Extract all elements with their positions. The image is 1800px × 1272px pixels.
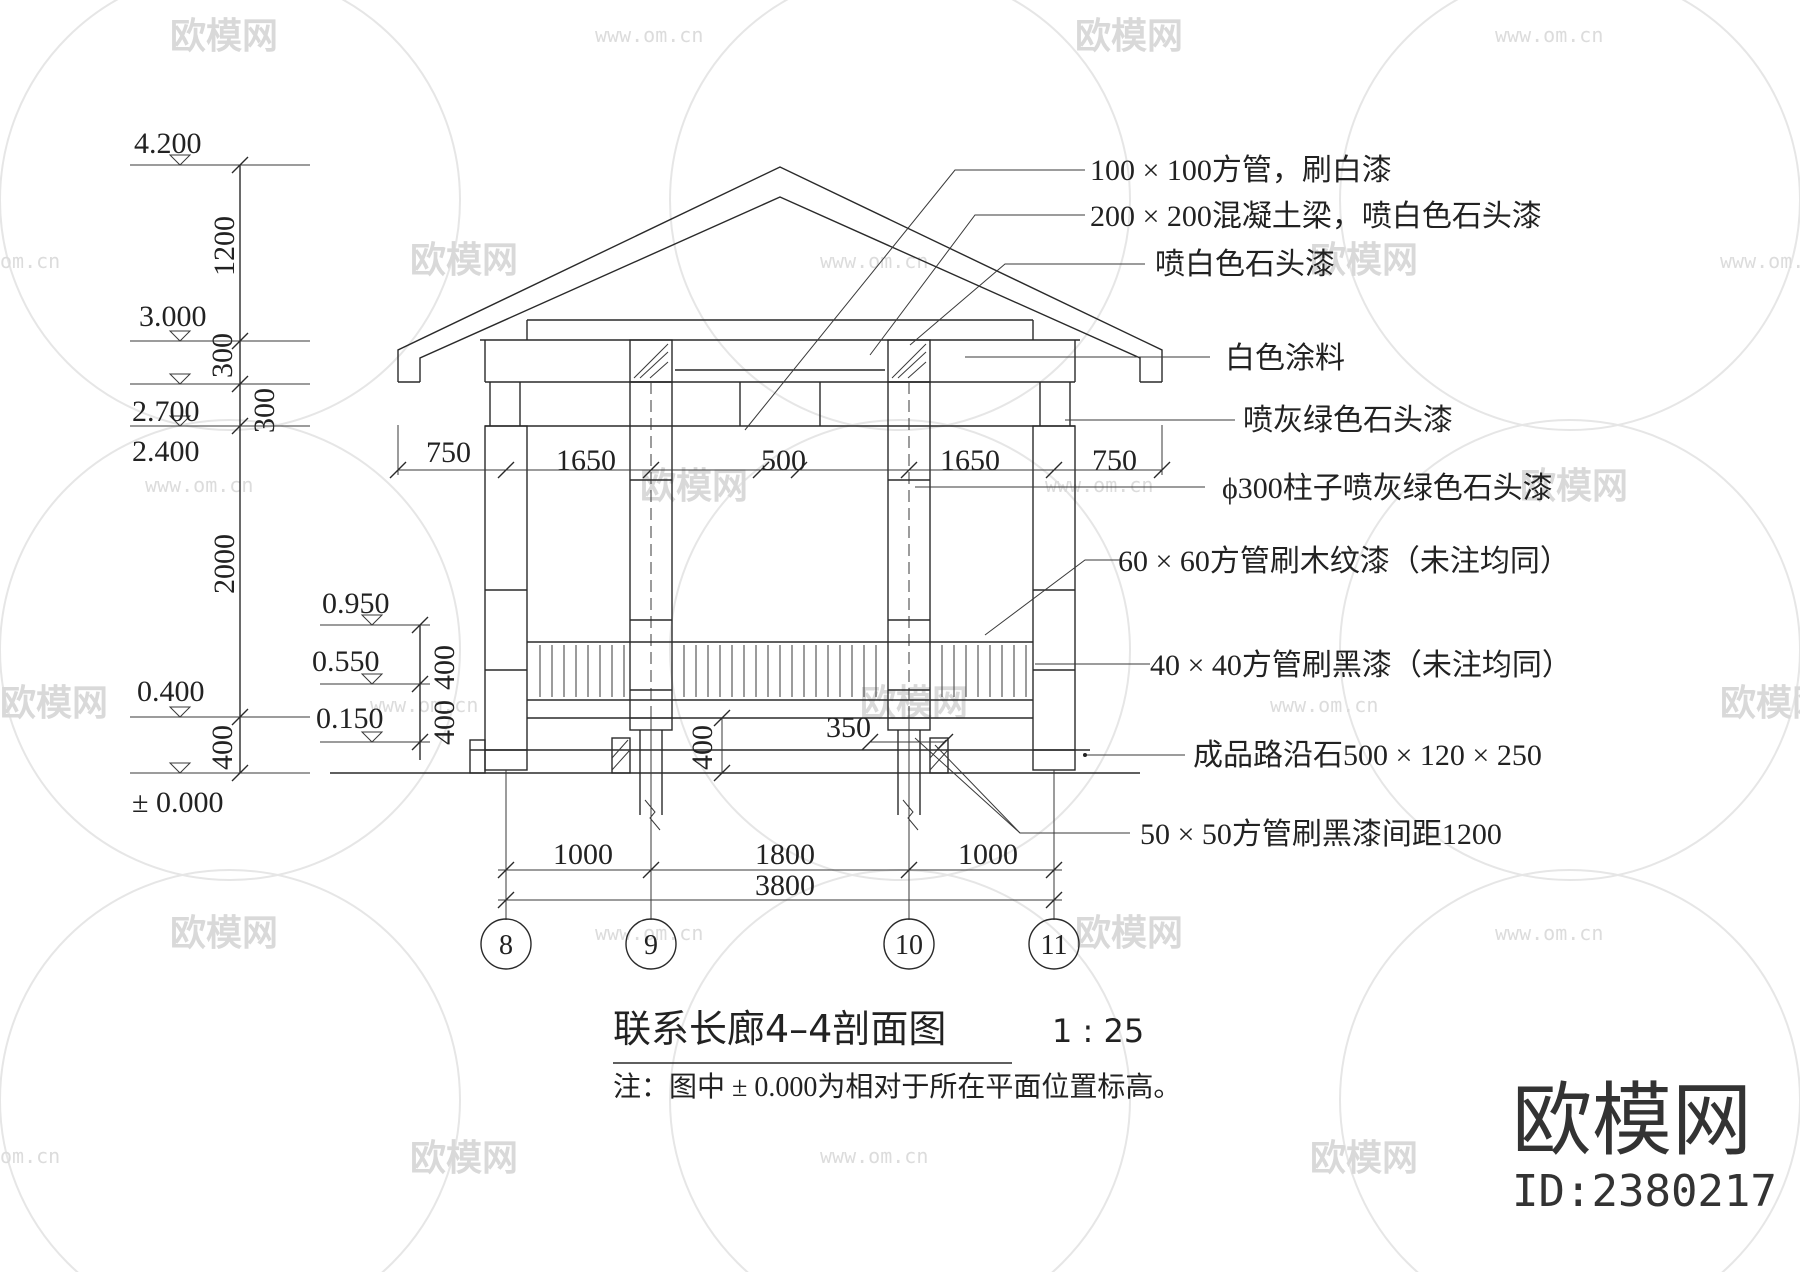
watermark-brand: 欧模网 xyxy=(170,913,278,954)
dimension-label: 1000 xyxy=(958,838,1018,871)
dimension-label: 1650 xyxy=(556,444,616,477)
axis-bubbles: 8 9 10 11 xyxy=(480,918,1080,970)
column-inner-right xyxy=(887,381,931,719)
roof-inner xyxy=(419,196,1141,382)
scale-text: 1 : 25 xyxy=(1052,1012,1144,1050)
note-text: 注：图中 ± 0.000为相对于所在平面位置标高。 xyxy=(613,1071,1181,1103)
dimension-label: 1650 xyxy=(940,444,1000,477)
bench-railing xyxy=(527,641,1033,719)
watermark-url: www.om.cn xyxy=(1270,693,1378,717)
dimension-label: 750 xyxy=(1092,444,1137,477)
elevation-label: 0.950 xyxy=(322,587,390,620)
footing-dimension: 350 xyxy=(826,711,954,751)
curb-stone xyxy=(611,737,631,774)
watermark-url: www.om.cn xyxy=(1045,473,1153,497)
watermark-url: www.om.cn xyxy=(370,693,478,717)
axis-label: 10 xyxy=(895,930,923,961)
watermark-url: www.om.cn xyxy=(820,1144,928,1168)
watermark-brand: 欧模网 xyxy=(1310,1138,1418,1179)
elevation-scale: 4.200 3.000 2.700 2.400 0.400 ± 0.000 12… xyxy=(130,127,310,819)
elevation-label: 3.000 xyxy=(139,300,207,333)
watermark-brand: 欧模网 xyxy=(1720,683,1800,724)
watermark-url: www.om.cn xyxy=(595,921,703,945)
axis-lines xyxy=(505,718,1055,920)
vertical-dimension: 400 xyxy=(428,645,461,690)
watermark-url-short: om.cn xyxy=(0,1144,60,1168)
elevation-label: 2.400 xyxy=(132,435,200,468)
roof-outline xyxy=(397,166,1163,382)
brand-id: ID:2380217 xyxy=(1512,1166,1777,1217)
elevation-label: 0.150 xyxy=(316,702,384,735)
vertical-dimension: 2000 xyxy=(208,534,241,594)
elevation-label: 2.700 xyxy=(132,395,200,428)
axis-label: 11 xyxy=(1041,930,1068,961)
annotation-text: 40 × 40方管刷黑漆（未注均同） xyxy=(1150,649,1572,682)
concrete-beam xyxy=(629,339,673,383)
brand-block: 欧模网 ID:2380217 xyxy=(1512,1074,1777,1217)
column-outer-left xyxy=(484,425,528,771)
dimension-label: 3800 xyxy=(755,869,815,902)
annotation-text: 100 × 100方管，刷白漆 xyxy=(1090,154,1392,187)
title-text: 联系长廊4–4剖面图 xyxy=(613,1007,946,1051)
watermark-brand: 欧模网 xyxy=(0,683,108,724)
axis-label: 9 xyxy=(644,930,658,961)
column-inner-left xyxy=(629,381,673,719)
watermark-url: www.om.cn xyxy=(595,23,703,47)
bench-elevation-scale: 0.950 0.550 0.150 400 400 400 xyxy=(312,587,731,782)
annotation-text: 50 × 50方管刷黑漆间距1200 xyxy=(1140,818,1502,851)
dimension-label: 350 xyxy=(826,711,871,744)
elevation-label: 0.400 xyxy=(137,675,205,708)
watermark-brand: 欧模网 xyxy=(1520,466,1628,507)
watermark-brand: 欧模网 xyxy=(1310,240,1418,281)
annotations: 100 × 100方管，刷白漆 200 × 200混凝土梁，喷白色石头漆 喷白色… xyxy=(1090,154,1572,851)
annotation-text: 喷灰绿色石头漆 xyxy=(1243,404,1453,437)
watermark-url: www.om.cn xyxy=(1495,23,1603,47)
dimension-label: 500 xyxy=(761,444,806,477)
annotation-text: 200 × 200混凝土梁，喷白色石头漆 xyxy=(1090,200,1542,233)
watermark-brand: 欧模网 xyxy=(1075,913,1183,954)
vertical-dimension: 300 xyxy=(206,333,239,378)
watermark-url: www.om.cn xyxy=(1720,249,1800,273)
vertical-dimension: 400 xyxy=(428,700,461,745)
vertical-dimension: 400 xyxy=(206,725,239,770)
brand-name: 欧模网 xyxy=(1512,1074,1752,1167)
concrete-beam xyxy=(887,339,931,383)
dimension-label: 750 xyxy=(426,436,471,469)
watermark-brand: 欧模网 xyxy=(410,1138,518,1179)
watermark-brand: 欧模网 xyxy=(640,466,748,507)
annotation-text: 白色涂料 xyxy=(1225,342,1345,375)
axis-bubble xyxy=(625,918,677,970)
watermark-url: www.om.cn xyxy=(1495,921,1603,945)
annotation-leaders xyxy=(744,169,1235,834)
watermark-url: www.om.cn xyxy=(820,249,928,273)
annotation-text: 喷白色石头漆 xyxy=(1155,248,1335,281)
axis-bubble xyxy=(1028,918,1080,970)
dimension-label: 1800 xyxy=(755,838,815,871)
axis-bubble xyxy=(480,918,532,970)
vertical-dimension: 400 xyxy=(686,725,719,770)
top-dimensions: 750 1650 500 1650 750 xyxy=(389,425,1171,479)
watermark-brand: 欧模网 xyxy=(170,16,278,57)
axis-label: 8 xyxy=(499,930,513,961)
watermark-url-short: om.cn xyxy=(0,249,60,273)
watermark-brand: 欧模网 xyxy=(410,240,518,281)
annotation-text: ϕ300柱子喷灰绿色石头漆 xyxy=(1222,472,1553,505)
drawing-title: 联系长廊4–4剖面图 1 : 25 注：图中 ± 0.000为相对于所在平面位置… xyxy=(613,1007,1181,1103)
annotation-text: 60 × 60方管刷木纹漆（未注均同） xyxy=(1118,545,1570,578)
elevation-label: 4.200 xyxy=(134,127,202,160)
annotation-text: 成品路沿石500 × 120 × 250 xyxy=(1193,739,1542,772)
vertical-dimension: 1200 xyxy=(208,216,241,276)
watermark-brand: 欧模网 xyxy=(1075,16,1183,57)
watermark-url: www.om.cn xyxy=(145,473,253,497)
dimension-label: 1000 xyxy=(553,838,613,871)
vertical-dimension: 300 xyxy=(248,388,281,433)
bottom-dimensions: 1000 1800 1000 3800 xyxy=(497,838,1063,909)
elevation-label: ± 0.000 xyxy=(132,786,223,819)
elevation-label: 0.550 xyxy=(312,645,380,678)
axis-bubble xyxy=(883,918,935,970)
